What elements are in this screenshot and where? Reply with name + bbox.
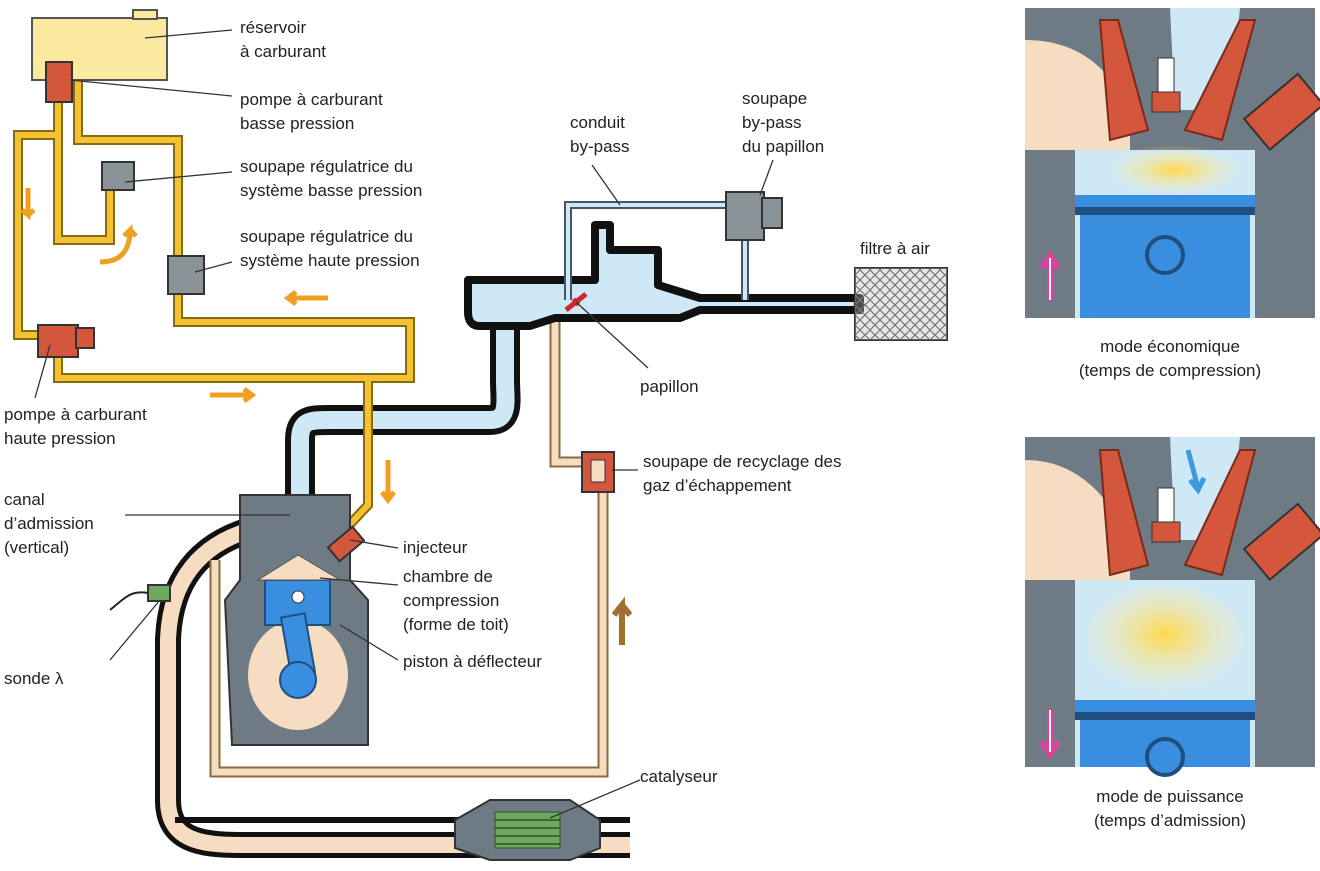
lambda-sensor <box>109 584 171 611</box>
eco-mode-panel <box>1025 8 1320 318</box>
label-chambre-3: (forme de toit) <box>403 615 509 634</box>
power-mode-panel <box>1025 437 1320 777</box>
flow-arrow-up-curve <box>99 223 138 265</box>
high-pressure-pump <box>37 324 95 358</box>
label-soupape-hp-1: soupape régulatrice du <box>240 227 413 246</box>
label-canal-3: (vertical) <box>4 538 69 557</box>
label-soupape-bp-2: système basse pression <box>240 181 422 200</box>
label-soupape-hp-2: système haute pression <box>240 251 420 270</box>
label-pompe-hp-1: pompe à carburant <box>4 405 147 424</box>
injector <box>326 525 366 563</box>
label-conduit-2: by-pass <box>570 137 630 156</box>
egr-flow-arrow-up <box>611 596 633 645</box>
flow-arrow-right <box>210 387 257 403</box>
engine-block <box>223 494 369 746</box>
power-caption-2: (temps d’admission) <box>1094 811 1246 830</box>
label-soupape-bypass-2: by-pass <box>742 113 802 132</box>
fuel-lines <box>13 80 415 539</box>
egr-valve <box>581 451 615 493</box>
catalyst <box>454 799 601 861</box>
label-egr-1: soupape de recyclage des <box>643 452 841 471</box>
label-catalyseur: catalyseur <box>640 767 718 786</box>
power-caption-1: mode de puissance <box>1096 787 1243 806</box>
label-sonde: sonde λ <box>4 669 64 688</box>
label-soupape-bypass-1: soupape <box>742 89 807 108</box>
label-reservoir-2: à carburant <box>240 42 326 61</box>
label-injecteur: injecteur <box>403 538 468 557</box>
flow-arrow-down-left <box>20 188 36 221</box>
label-chambre-2: compression <box>403 591 499 610</box>
label-canal-2: d’admission <box>4 514 94 533</box>
label-filtre: filtre à air <box>860 239 930 258</box>
high-pressure-regulator <box>167 255 205 295</box>
label-papillon: papillon <box>640 377 699 396</box>
low-pressure-regulator <box>101 161 135 191</box>
intake-manifold <box>285 221 864 520</box>
label-soupape-bypass-3: du papillon <box>742 137 824 156</box>
flow-arrow-down <box>380 460 396 505</box>
leader-lines <box>34 29 774 819</box>
label-soupape-bp-1: soupape régulatrice du <box>240 157 413 176</box>
egr-pipe <box>209 320 609 778</box>
label-reservoir-1: réservoir <box>240 18 306 37</box>
flow-arrow-left <box>283 290 328 306</box>
bypass-valve <box>725 191 783 241</box>
label-chambre-1: chambre de <box>403 567 493 586</box>
label-egr-2: gaz d’échappement <box>643 476 792 495</box>
air-filter <box>854 267 948 341</box>
low-pressure-pump <box>45 61 73 103</box>
label-pompe-bp-2: basse pression <box>240 114 354 133</box>
label-conduit-1: conduit <box>570 113 625 132</box>
eco-caption-2: (temps de compression) <box>1079 361 1261 380</box>
label-pompe-bp-1: pompe à carburant <box>240 90 383 109</box>
label-piston: piston à déflecteur <box>403 652 542 671</box>
label-pompe-hp-2: haute pression <box>4 429 116 448</box>
label-canal-1: canal <box>4 490 45 509</box>
eco-caption-1: mode économique <box>1100 337 1240 356</box>
